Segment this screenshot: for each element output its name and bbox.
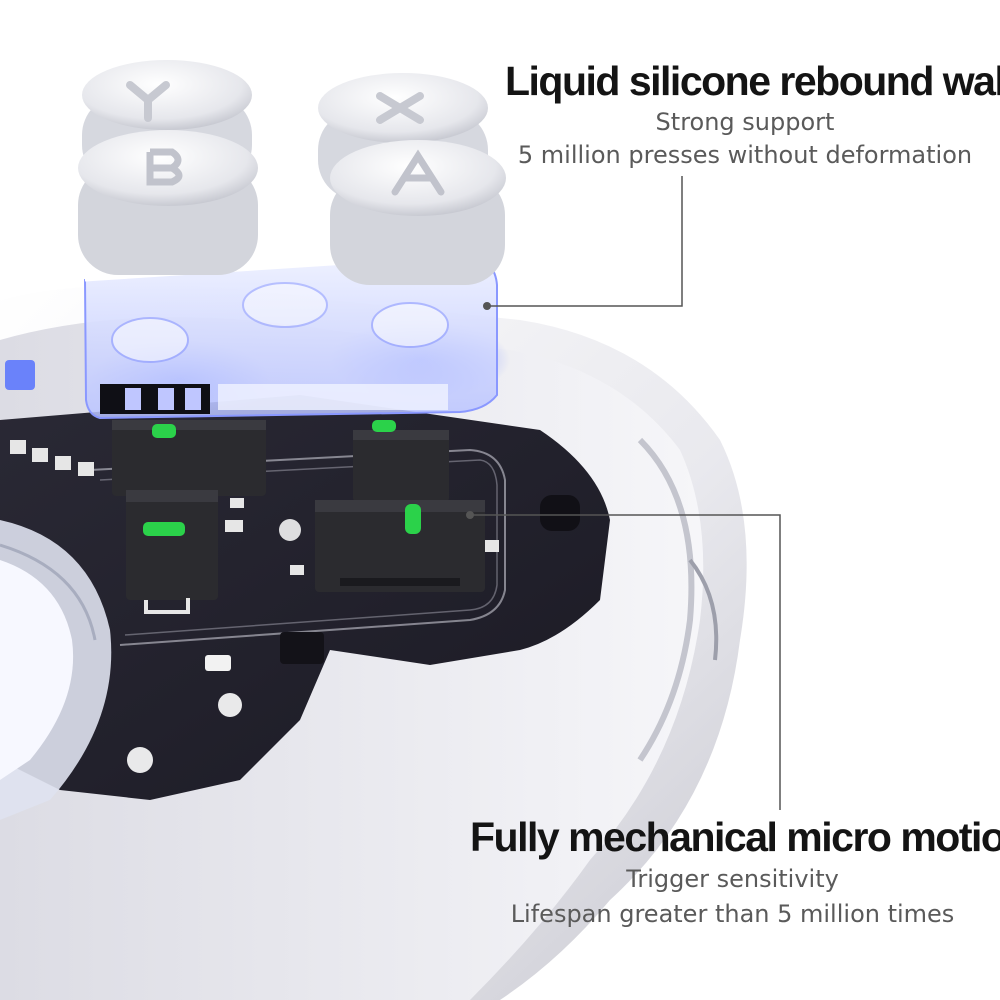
callout-line: 5 million presses without deformation [517, 141, 973, 169]
button-cap-b-icon [78, 130, 258, 275]
callout-rebound-wall: Liquid silicone rebound wall Strong supp… [505, 56, 1000, 172]
transparent-bracket [5, 253, 510, 420]
button-caps [78, 60, 506, 285]
callout-micro-motion: Fully mechanical micro motion Trigger se… [470, 812, 1000, 932]
micro-switch [315, 500, 485, 592]
leader-lines [466, 176, 781, 810]
micro-switch [353, 420, 449, 502]
micro-switches [112, 420, 485, 614]
callout-line: Lifespan greater than 5 million times [510, 900, 955, 928]
callout-line: Trigger sensitivity [626, 865, 839, 893]
callout-title: Fully mechanical micro motion [470, 814, 1000, 860]
micro-switch [112, 420, 266, 496]
callout-line: Strong support [655, 108, 835, 136]
button-cap-a-icon [330, 140, 506, 285]
callout-title: Liquid silicone rebound wall [505, 58, 1000, 104]
micro-switch [126, 490, 218, 614]
analog-stick-dome [0, 520, 112, 820]
